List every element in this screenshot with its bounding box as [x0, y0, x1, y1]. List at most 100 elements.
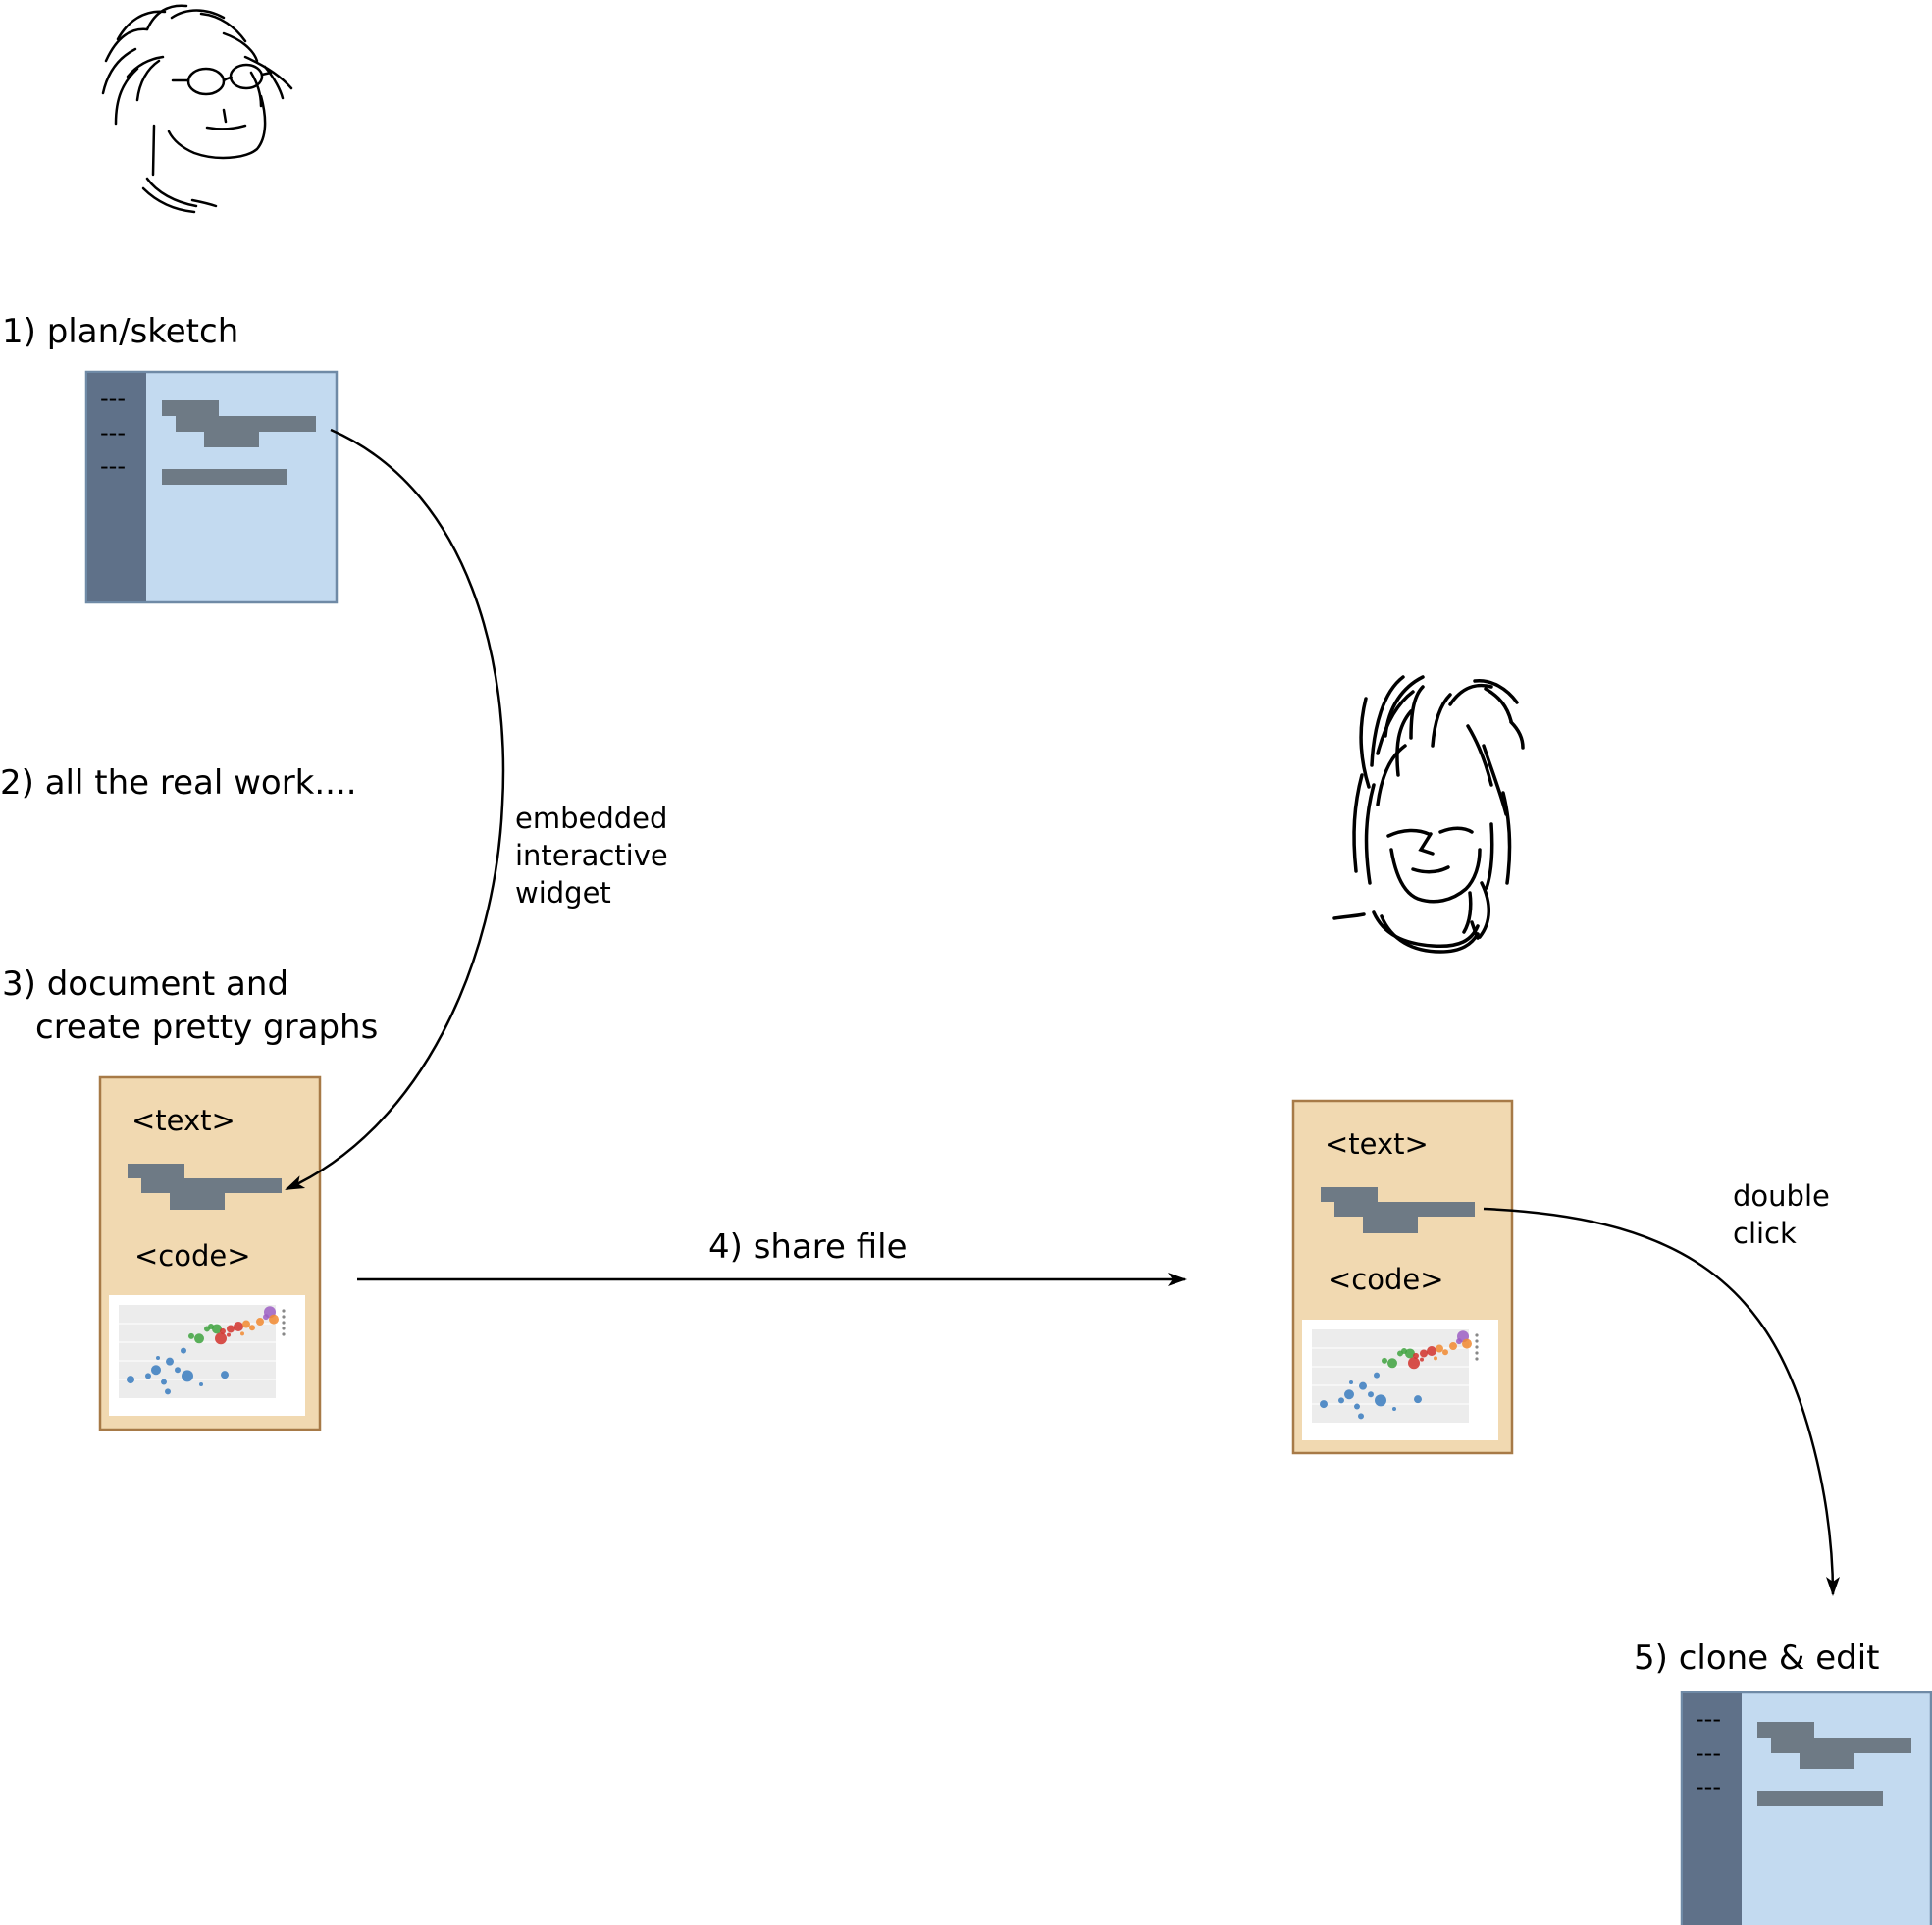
thumbnail-legend-marker	[1475, 1333, 1479, 1337]
placeholder-bar	[1757, 1722, 1814, 1738]
thumbnail-bubble	[212, 1324, 222, 1334]
thumbnail-bubble	[249, 1325, 255, 1331]
thumbnail-bubble	[199, 1382, 203, 1387]
thumbnail-bubble	[269, 1314, 279, 1325]
thumbnail-bubble	[1414, 1395, 1422, 1404]
thumbnail-bubble	[127, 1376, 134, 1384]
placeholder-bar	[162, 400, 219, 416]
thumbnail-bubble	[1442, 1349, 1448, 1356]
thumbnail-bubble	[1420, 1349, 1428, 1358]
double-click-arrow	[1483, 1207, 1840, 1596]
double-click-annotation-line1: double	[1733, 1179, 1830, 1213]
thumbnail-bubble	[1338, 1397, 1344, 1404]
placeholder-bar	[1363, 1217, 1418, 1233]
sidebar-pane	[87, 373, 146, 601]
thumbnail-bubble	[1408, 1357, 1420, 1370]
thumbnail-bubble	[234, 1321, 243, 1331]
thumbnail-bubble	[1462, 1338, 1472, 1349]
sketch-window: --- --- ---	[84, 370, 339, 604]
bubble-chart-thumbnail	[109, 1295, 305, 1416]
thumbnail-bubble	[1349, 1379, 1353, 1384]
step-clone-label: 5) clone & edit	[1634, 1639, 1880, 1678]
thumbnail-bubble	[1320, 1400, 1328, 1409]
code-tag: <code>	[1328, 1263, 1444, 1296]
thumbnail-bubble	[1358, 1413, 1364, 1420]
thumbnail-bubble	[166, 1357, 174, 1366]
sidebar-item-3: ---	[1696, 1773, 1721, 1800]
placeholder-bar	[128, 1164, 184, 1178]
thumbnail-bubble	[181, 1347, 186, 1354]
thumbnail-bubble	[1427, 1345, 1436, 1356]
thumbnail-bubble	[1387, 1358, 1397, 1369]
thumbnail-bubble	[1436, 1344, 1443, 1353]
thumbnail-bubble	[175, 1367, 181, 1374]
thumbnail-bubble	[156, 1355, 160, 1360]
embedded-widget-annotation-line1: embedded	[515, 802, 667, 835]
sidebar-item-1: ---	[1696, 1705, 1721, 1733]
thumbnail-legend-marker	[282, 1321, 286, 1325]
step-share-label: 4) share file	[708, 1227, 908, 1267]
code-tag: <code>	[134, 1239, 251, 1273]
thumbnail-bubble	[1434, 1356, 1437, 1361]
placeholder-bar	[141, 1178, 282, 1193]
thumbnail-bubble	[227, 1332, 231, 1337]
placeholder-bar	[1771, 1738, 1911, 1753]
thumbnail-bubble	[215, 1332, 227, 1345]
sidebar-item-1: ---	[100, 385, 126, 412]
text-tag: <text>	[1325, 1127, 1429, 1161]
thumbnail-bubble	[242, 1320, 250, 1328]
sidebar-item-2: ---	[1696, 1740, 1721, 1767]
embedded-widget-annotation-line2: interactive	[515, 839, 668, 872]
thumbnail-legend-marker	[1475, 1345, 1479, 1349]
embedded-widget-arrow	[285, 428, 505, 1191]
thumbnail-bubble	[1359, 1381, 1367, 1390]
thumbnail-bubble	[182, 1370, 193, 1382]
thumbnail-bubble	[1354, 1403, 1360, 1410]
placeholder-bar	[170, 1193, 225, 1210]
document-card: <text> <code>	[98, 1075, 322, 1431]
thumbnail-bubble	[151, 1365, 161, 1376]
thumbnail-bubble	[194, 1333, 204, 1344]
sidebar-item-3: ---	[100, 452, 126, 480]
placeholder-bar	[1800, 1753, 1854, 1769]
double-click-annotation-line2: click	[1733, 1217, 1797, 1250]
thumbnail-legend-marker	[1475, 1357, 1479, 1361]
thumbnail-bubble	[161, 1379, 167, 1385]
woman-with-long-hair-sketch-icon	[1332, 675, 1525, 954]
bubble-chart-thumbnail	[1302, 1320, 1498, 1440]
thumbnail-bubble	[227, 1325, 235, 1333]
thumbnail-bubble	[256, 1318, 264, 1327]
step-plan-label: 1) plan/sketch	[2, 312, 238, 351]
placeholder-bar	[1334, 1202, 1475, 1217]
thumbnail-legend-marker	[1475, 1339, 1479, 1343]
thumbnail-bubble	[1382, 1357, 1387, 1364]
thumbnail-bubble	[1368, 1391, 1374, 1398]
placeholder-bar	[1321, 1187, 1378, 1202]
embedded-widget-annotation-line3: widget	[515, 876, 611, 910]
thumbnail-bubble	[1449, 1342, 1457, 1351]
thumbnail-bubble	[240, 1331, 244, 1336]
sidebar-pane	[1683, 1693, 1742, 1925]
thumbnail-legend-marker	[282, 1315, 286, 1319]
thumbnail-legend-marker	[282, 1327, 286, 1330]
clone-sketch-window: --- --- ---	[1680, 1691, 1932, 1925]
placeholder-bar	[162, 469, 287, 485]
sidebar-item-2: ---	[100, 419, 126, 446]
placeholder-bar	[176, 416, 316, 432]
step-document-label-line1: 3) document and	[2, 964, 288, 1004]
thumbnail-bubble	[1420, 1357, 1424, 1362]
thumbnail-bubble	[1374, 1372, 1380, 1379]
placeholder-bar	[1757, 1791, 1883, 1806]
man-with-glasses-sketch-icon	[101, 4, 293, 214]
step-work-label: 2) all the real work....	[0, 763, 357, 803]
thumbnail-bubble	[188, 1332, 194, 1339]
placeholder-bar	[204, 432, 259, 447]
thumbnail-bubble	[145, 1373, 151, 1379]
thumbnail-bubble	[221, 1371, 229, 1379]
thumbnail-bubble	[1392, 1407, 1396, 1412]
thumbnail-legend-marker	[282, 1332, 286, 1336]
thumbnail-bubble	[1375, 1394, 1386, 1407]
thumbnail-plot-area	[1312, 1329, 1469, 1423]
thumbnail-bubble	[1405, 1348, 1415, 1359]
